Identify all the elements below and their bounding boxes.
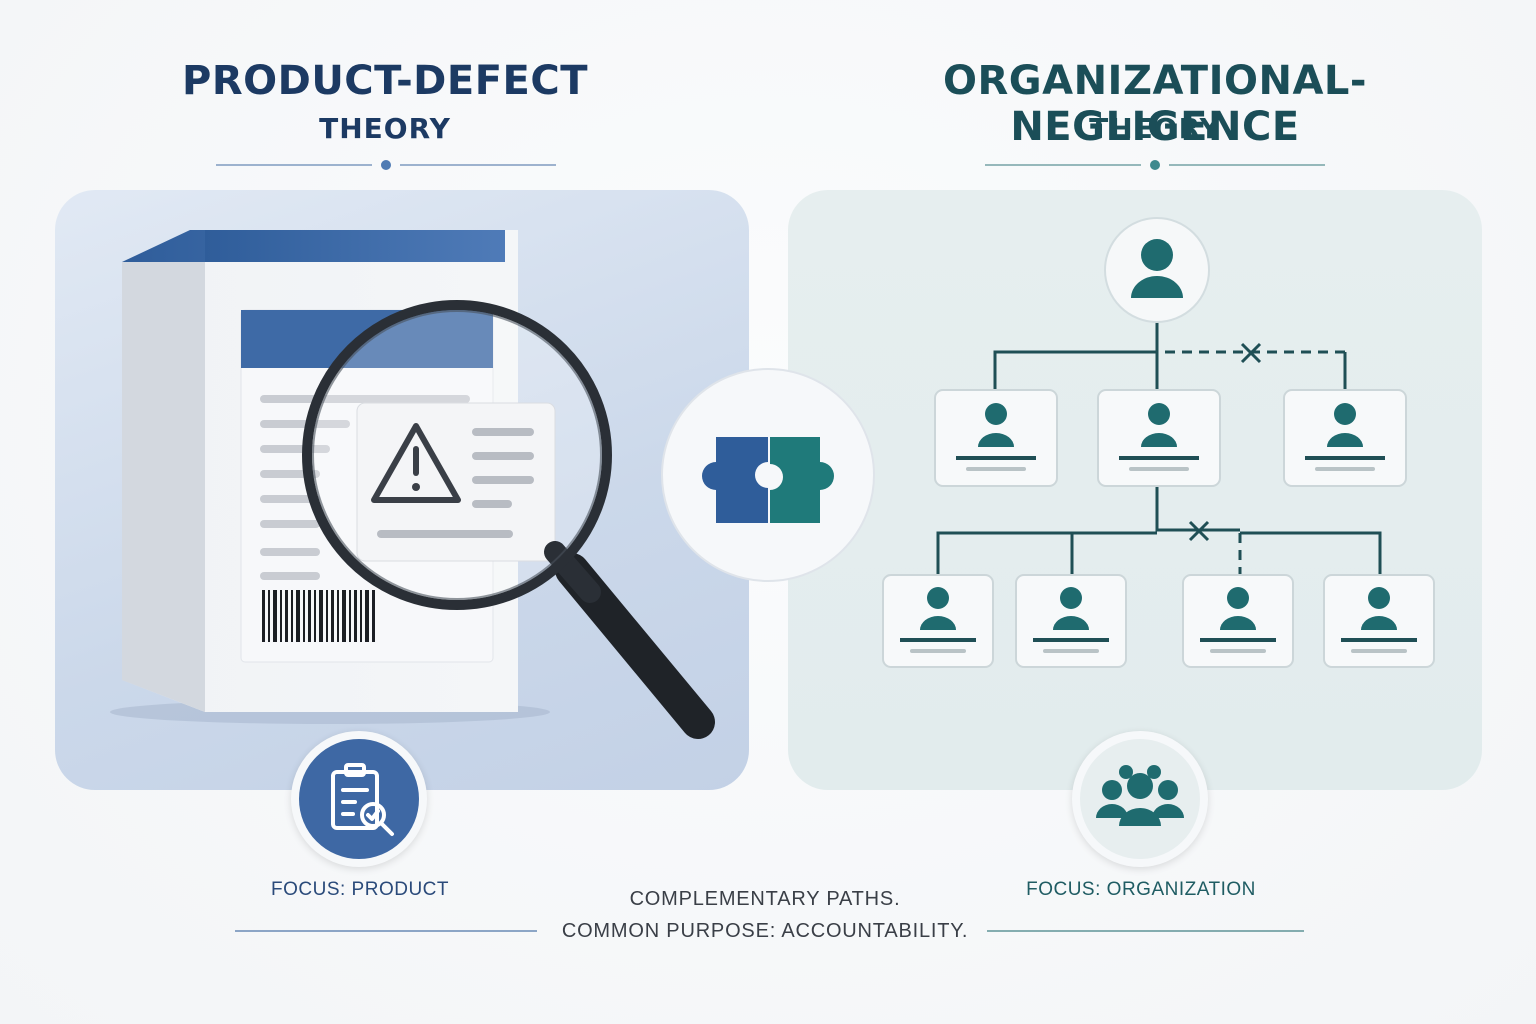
- product-focus-label: FOCUS: PRODUCT: [271, 879, 449, 900]
- product-defect-subtitle: THEORY: [319, 112, 451, 145]
- organizational-negligence-subtitle: THEORY: [1089, 112, 1221, 145]
- product-defect-title: PRODUCT-DEFECT: [182, 58, 588, 104]
- organization-focus-label: FOCUS: ORGANIZATION: [1026, 879, 1256, 900]
- organizational-negligence-title: ORGANIZATIONAL-NEGLIGENCE: [942, 58, 1367, 150]
- footer-line-1: COMPLEMENTARY PATHS.: [629, 888, 901, 910]
- footer-line-2: COMMON PURPOSE: ACCOUNTABILITY.: [561, 920, 969, 942]
